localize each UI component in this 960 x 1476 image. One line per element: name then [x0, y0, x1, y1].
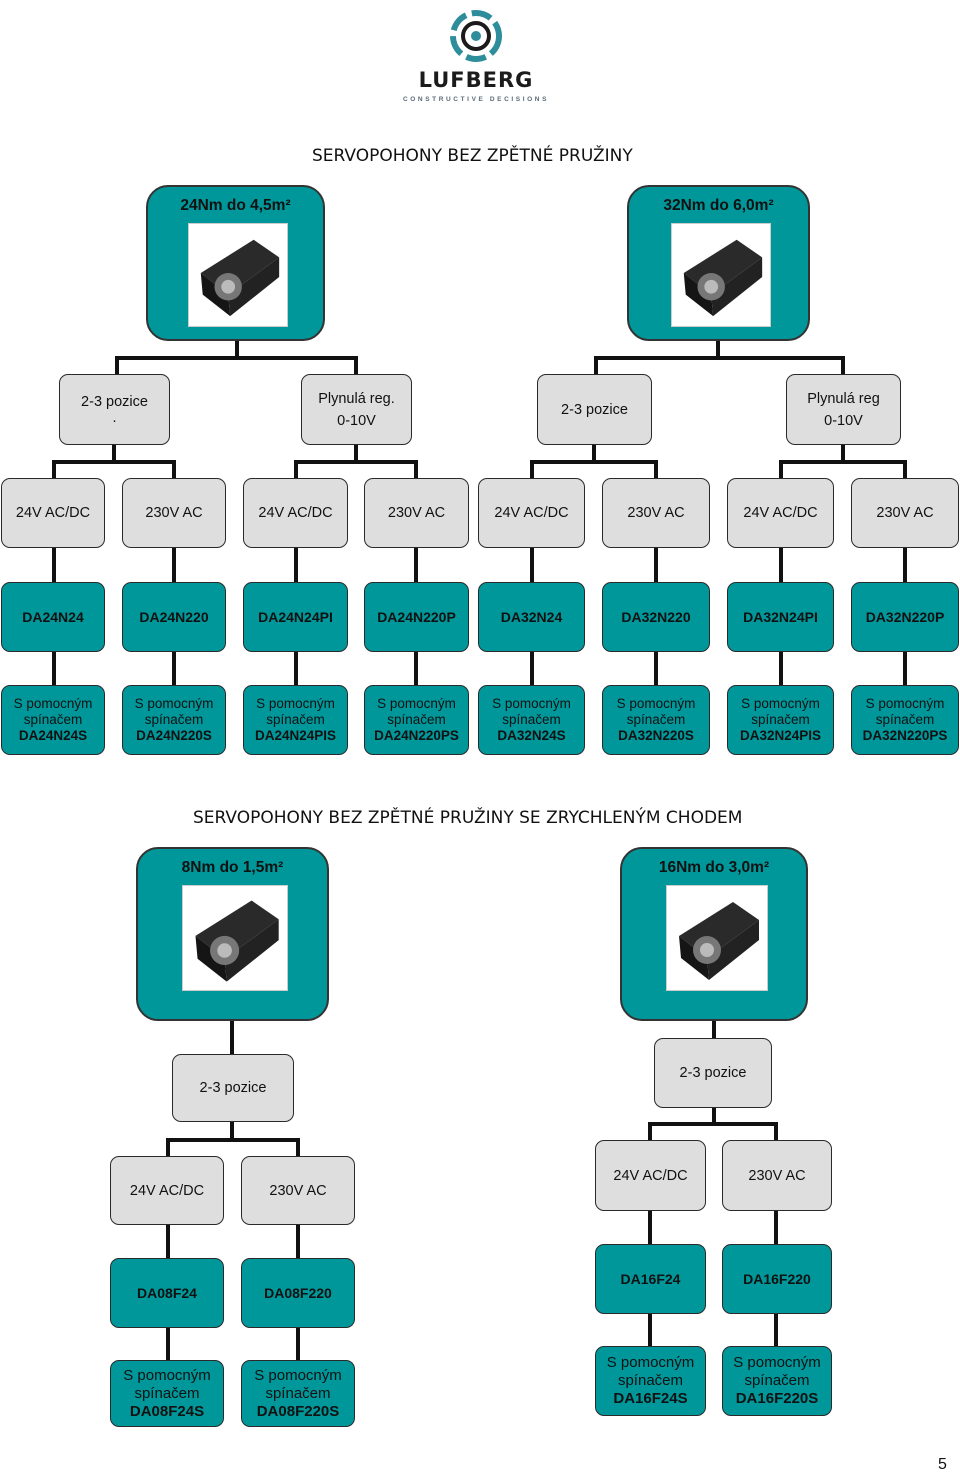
lufberg-logo: LUFBERG CONSTRUCTIVE DECISIONS: [388, 6, 564, 106]
switch-label: S pomocným spínačem: [123, 1366, 211, 1402]
voltage-box: 230V AC: [722, 1140, 832, 1211]
voltage-box: 230V AC: [602, 478, 710, 548]
switch-label: S pomocným spínačem: [254, 1366, 342, 1402]
switch-label: S pomocným spínačem: [616, 696, 696, 727]
voltage-box: 24V AC/DC: [110, 1156, 224, 1225]
mode-label: 2-3 pozice: [81, 393, 148, 410]
switch-model: DA08F220S: [256, 1402, 340, 1420]
switch-variant-box: S pomocným spínačem DA32N220PS: [851, 685, 959, 755]
switch-label: S pomocným spínačem: [741, 696, 820, 727]
section1-title: SERVOPOHONY BEZ ZPĚTNÉ PRUŽINY: [312, 146, 633, 166]
mode-label: Plynulá reg.: [318, 390, 395, 407]
switch-model: DA32N24S: [497, 728, 566, 743]
section2-title: SERVOPOHONY BEZ ZPĚTNÉ PRUŽINY SE ZRYCHL…: [193, 808, 743, 828]
actuator-photo: [188, 223, 288, 327]
switch-label: S pomocným spínačem: [377, 696, 456, 727]
group-24nm: 24Nm do 4,5m²: [146, 185, 325, 341]
lufberg-swirl-icon: [450, 10, 502, 62]
voltage-box: 24V AC/DC: [243, 478, 348, 548]
mode-label: Plynulá reg: [807, 390, 880, 407]
model-box: DA32N24: [478, 582, 585, 652]
model-box: DA16F220: [722, 1244, 832, 1314]
switch-label: S pomocným spínačem: [134, 696, 214, 727]
voltage-box: 24V AC/DC: [595, 1140, 706, 1211]
switch-variant-box: S pomocným spínačem DA32N220S: [602, 685, 710, 755]
voltage-box: 230V AC: [122, 478, 226, 548]
switch-variant-box: S pomocným spínačem DA08F24S: [110, 1360, 224, 1427]
voltage-box: 230V AC: [241, 1156, 355, 1225]
model-box: DA16F24: [595, 1244, 706, 1314]
switch-variant-box: S pomocným spínačem DA16F24S: [595, 1346, 706, 1416]
actuator-photo: [182, 885, 288, 991]
group-8nm: 8Nm do 1,5m²: [136, 847, 329, 1021]
switch-variant-box: S pomocným spínačem DA32N24S: [478, 685, 585, 755]
group-heading: 8Nm do 1,5m²: [181, 859, 284, 876]
mode-label: 2-3 pozice: [561, 401, 628, 418]
mode-box: 2-3 pozice: [654, 1038, 772, 1108]
switch-variant-box: S pomocným spínačem DA08F220S: [241, 1360, 355, 1427]
model-box: DA08F24: [110, 1258, 224, 1328]
switch-label: S pomocným spínačem: [256, 696, 335, 727]
actuator-photo: [666, 885, 768, 991]
switch-label: S pomocným spínačem: [606, 1354, 695, 1389]
mode-sublabel: 0-10V: [824, 412, 863, 429]
switch-label: S pomocným spínačem: [13, 696, 93, 727]
switch-variant-box: S pomocným spínačem DA24N220S: [122, 685, 226, 755]
model-box: DA24N220P: [364, 582, 469, 652]
switch-model: DA32N220S: [618, 728, 694, 743]
switch-label: S pomocným spínačem: [492, 696, 571, 727]
switch-model: DA24N220PS: [374, 728, 459, 743]
voltage-box: 230V AC: [364, 478, 469, 548]
model-box: DA32N24PI: [727, 582, 834, 652]
model-box: DA24N24PI: [243, 582, 348, 652]
switch-variant-box: S pomocným spínačem DA24N220PS: [364, 685, 469, 755]
switch-model: DA32N220PS: [862, 728, 948, 743]
mode-box: Plynulá reg. 0-10V: [301, 374, 412, 445]
switch-model: DA24N220S: [136, 728, 212, 743]
switch-model: DA16F24S: [613, 1390, 688, 1407]
switch-model: DA24N24S: [18, 728, 88, 743]
mode-box: 2-3 pozice .: [59, 374, 170, 445]
switch-model: DA24N24PIS: [254, 728, 337, 743]
switch-label: S pomocným spínačem: [865, 696, 945, 727]
voltage-box: 24V AC/DC: [1, 478, 105, 548]
model-box: DA08F220: [241, 1258, 355, 1328]
mode-box: 2-3 pozice: [537, 374, 652, 445]
voltage-box: 24V AC/DC: [478, 478, 585, 548]
model-box: DA24N220: [122, 582, 226, 652]
switch-variant-box: S pomocným spínačem DA24N24PIS: [243, 685, 348, 755]
group-heading: 16Nm do 3,0m²: [658, 859, 770, 876]
switch-variant-box: S pomocným spínačem DA16F220S: [722, 1346, 832, 1416]
mode-sublabel: .: [112, 409, 117, 426]
switch-model: DA08F24S: [129, 1402, 205, 1420]
switch-variant-box: S pomocným spínačem DA24N24S: [1, 685, 105, 755]
mode-sublabel: 0-10V: [337, 412, 376, 429]
group-heading: 32Nm do 6,0m²: [663, 197, 774, 214]
model-box: DA32N220P: [851, 582, 959, 652]
model-box: DA24N24: [1, 582, 105, 652]
switch-label: S pomocným spínačem: [733, 1354, 821, 1389]
group-32nm: 32Nm do 6,0m²: [627, 185, 810, 341]
model-box: DA32N220: [602, 582, 710, 652]
group-16nm: 16Nm do 3,0m²: [620, 847, 808, 1021]
group-heading: 24Nm do 4,5m²: [180, 197, 291, 214]
mode-box: Plynulá reg 0-10V: [786, 374, 901, 445]
switch-model: DA32N24PIS: [739, 728, 822, 743]
voltage-box: 230V AC: [851, 478, 959, 548]
mode-box: 2-3 pozice: [172, 1054, 294, 1122]
switch-model: DA16F220S: [735, 1390, 819, 1407]
brand-name: LUFBERG: [418, 68, 534, 92]
actuator-photo: [671, 223, 771, 327]
switch-variant-box: S pomocným spínačem DA32N24PIS: [727, 685, 834, 755]
page-number: 5: [938, 1456, 947, 1473]
brand-tagline: CONSTRUCTIVE DECISIONS: [402, 96, 550, 103]
voltage-box: 24V AC/DC: [727, 478, 834, 548]
